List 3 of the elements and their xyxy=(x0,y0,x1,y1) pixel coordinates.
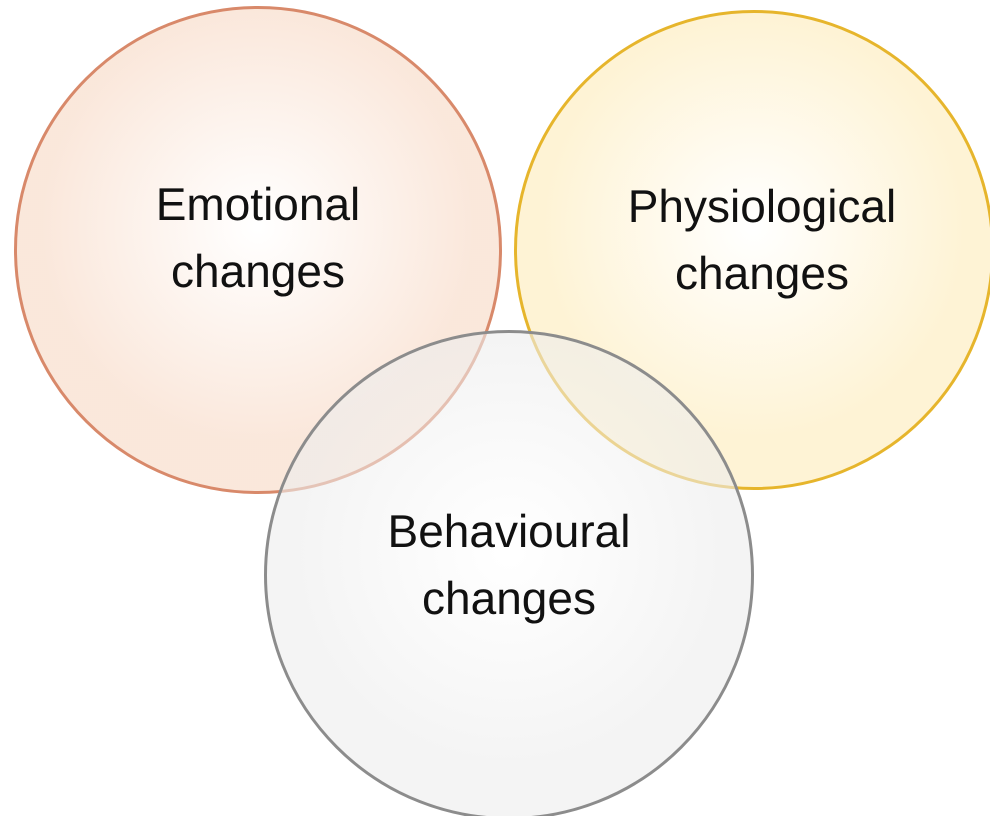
circle-label: Behavioural changes xyxy=(386,504,632,626)
circle-label: Emotional changes xyxy=(154,177,362,299)
circle-label: Physiological changes xyxy=(626,179,898,301)
